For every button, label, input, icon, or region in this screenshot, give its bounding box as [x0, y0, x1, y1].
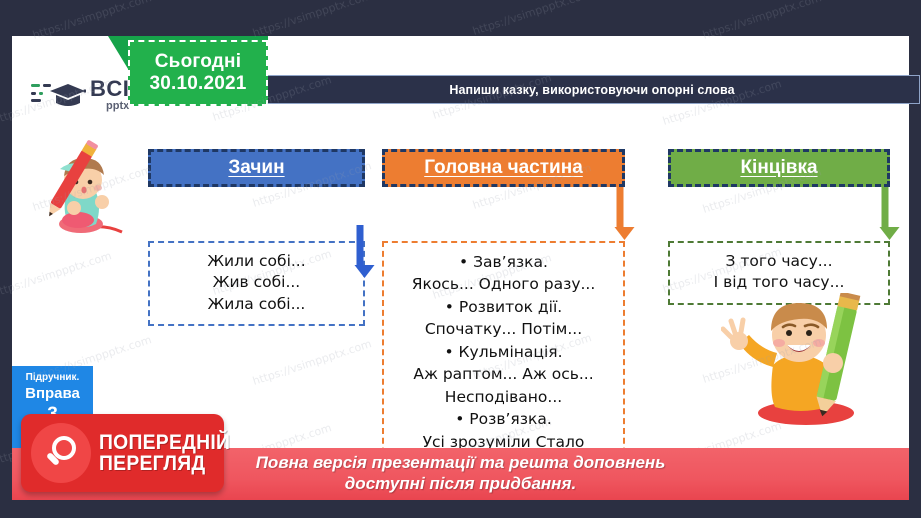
- column-heading-text: Головна частина: [424, 157, 583, 178]
- content-line: • Розвиток дії.: [444, 297, 563, 316]
- column-heading-text: Зачин: [228, 157, 285, 178]
- arrow-down-blue-icon: [354, 225, 374, 280]
- column-heading-holovna: Головна частина: [382, 149, 625, 187]
- content-line: І від того часу...: [713, 273, 845, 292]
- date-badge-date: 30.10.2021: [149, 73, 247, 94]
- preview-badge-line-2: ПЕРЕГЛЯД: [99, 452, 206, 475]
- column-heading-zachyn: Зачин: [148, 149, 365, 187]
- content-line: Несподівано...: [444, 387, 563, 406]
- content-box-zachyn: Жили собі... Жив собі... Жила собі...: [148, 241, 365, 327]
- preview-badge-line-1: ПОПЕРЕДНІЙ: [99, 430, 231, 454]
- watermark-text: https://vsimppptx.com: [471, 0, 594, 38]
- watermark-text: https://vsimppptx.com: [251, 0, 374, 40]
- column-kintsivka: Кінцівка З того часу... І від того часу.…: [668, 149, 899, 305]
- date-badge: Сьогодні 30.10.2021: [128, 40, 268, 106]
- content-line: Усі зрозуміли Стало: [422, 432, 585, 451]
- banner-line-2: доступні після придбання.: [344, 474, 577, 493]
- logo-subtext: pptx: [106, 100, 130, 112]
- content-line: Аж раптом... Аж ось...: [413, 365, 594, 384]
- column-heading-text: Кінцівка: [740, 157, 818, 178]
- column-zachyn: Зачин Жили собі... Жив собі... Жила собі…: [148, 149, 374, 327]
- magnifier-icon: [31, 423, 91, 483]
- banner-line-1: Повна версія презентації та решта доповн…: [255, 453, 666, 473]
- content-line: Жила собі...: [207, 294, 306, 313]
- arrow-down-green-icon: [879, 187, 899, 242]
- preview-badge[interactable]: ПОПЕРЕДНІЙ ПЕРЕГЛЯД: [21, 414, 230, 492]
- content-box-kintsivka: З того часу... І від того часу...: [668, 241, 890, 305]
- arrow-down-orange-icon: [614, 187, 634, 242]
- graduation-cap-icon: [30, 78, 87, 112]
- content-line: Спочатку... Потім...: [424, 320, 583, 339]
- content-line: З того часу...: [725, 252, 833, 270]
- column-holovna-chastyna: Головна частина • Зав’язка. Якось... Одн…: [382, 149, 634, 493]
- exercise-tag-label: Вправа: [25, 385, 80, 402]
- content-line: • Зав’язка.: [459, 253, 548, 271]
- content-line: Жив собі...: [212, 273, 301, 292]
- slide-title-bar: Напиши казку, використовуючи опорні слов…: [264, 75, 920, 104]
- content-line: Жили собі...: [207, 252, 306, 270]
- girl-with-pencil-illustration: [26, 136, 136, 241]
- page-title: Напиши казку, використовуючи опорні слов…: [449, 82, 735, 97]
- boy-with-pencil-illustration: [720, 291, 891, 428]
- column-heading-kintsivka: Кінцівка: [668, 149, 890, 187]
- content-line: • Кульмінація.: [444, 342, 563, 361]
- exercise-tag-source: Підручник.: [25, 372, 80, 383]
- content-line: Якось... Одного разу...: [411, 275, 596, 294]
- date-badge-label: Сьогодні: [154, 50, 242, 72]
- content-line: • Розв’язка.: [455, 410, 552, 429]
